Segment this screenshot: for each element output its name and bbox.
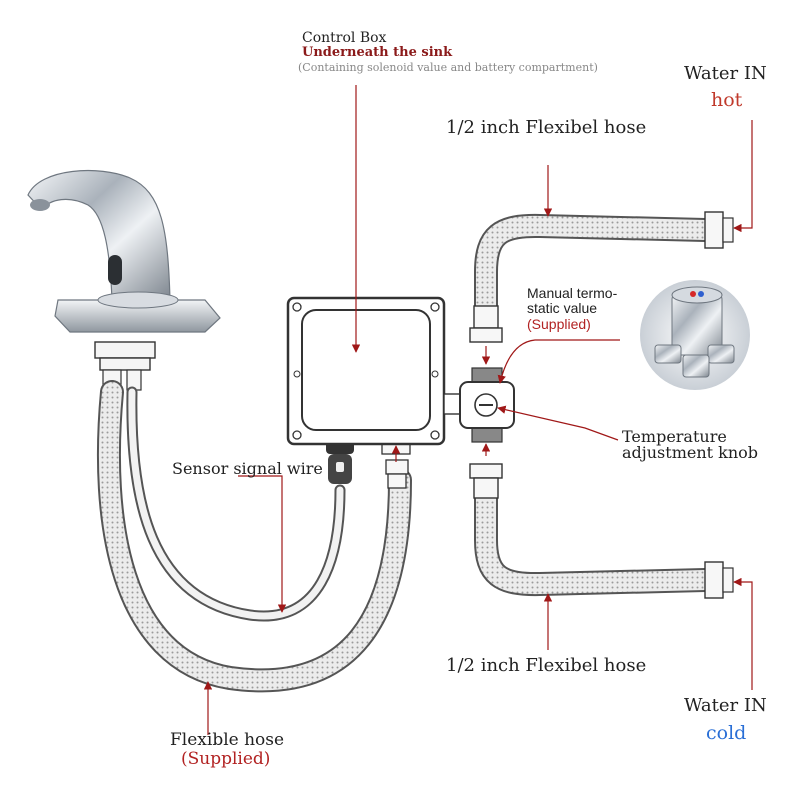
deck-plate xyxy=(54,299,221,333)
hose-top-label: 1/2 inch Flexibel hose xyxy=(446,117,647,138)
hose-bottom-label: 1/2 inch Flexibel hose xyxy=(446,655,647,676)
water-in-hot-title: Water IN xyxy=(684,63,767,84)
water-in-cold-sub: cold xyxy=(706,722,747,744)
control-box-note: (Containing solenoid value and battery c… xyxy=(298,61,598,74)
manual-valve-line1: Manual termo- xyxy=(527,285,618,301)
leader-lines xyxy=(203,85,753,735)
control-box xyxy=(286,296,446,446)
flexible-hose-title: Flexible hose xyxy=(170,730,285,750)
cold-inlet-nut xyxy=(704,561,734,599)
manual-valve-line2: static value xyxy=(527,300,598,316)
thermostatic-valve xyxy=(459,367,515,443)
water-in-hot-sub: hot xyxy=(711,89,743,111)
manual-valve-sub: (Supplied) xyxy=(527,316,591,332)
sensor-window xyxy=(108,255,122,285)
temp-knob-line2: adjustment knob xyxy=(622,443,759,462)
control-box-title: Control Box xyxy=(302,30,387,46)
flexible-hose-sub: (Supplied) xyxy=(181,749,271,769)
hot-inlet-nut xyxy=(704,211,734,249)
control-box-subtitle: Underneath the sink xyxy=(302,45,453,60)
cold-water-hose xyxy=(474,476,717,597)
cold-hose-valve-nut xyxy=(469,463,503,499)
faucet xyxy=(27,170,221,333)
sensor-wire-label: Sensor signal wire xyxy=(172,459,323,478)
water-in-cold-title: Water IN xyxy=(684,695,767,716)
hot-hose-valve-nut xyxy=(469,305,503,343)
valve-photo xyxy=(640,280,750,390)
temp-knob-line1: Temperature xyxy=(622,427,727,446)
